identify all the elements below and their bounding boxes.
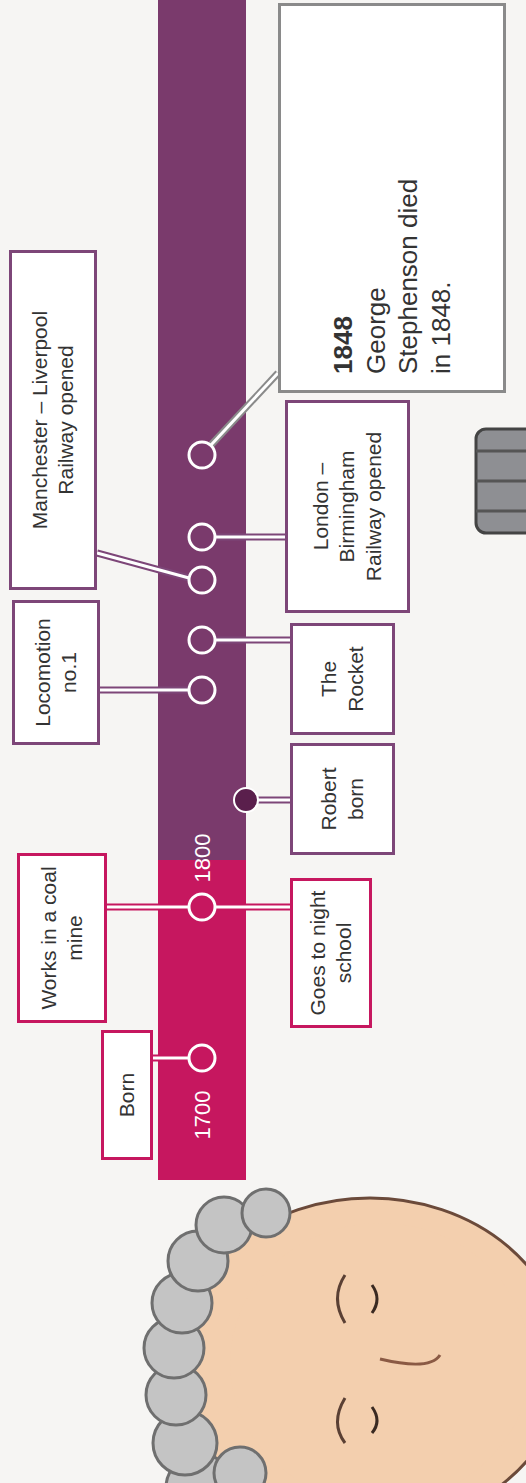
timeline-dot-filled <box>234 788 258 812</box>
event-text: Works in a coal mine <box>36 862 89 1014</box>
timeline-bar <box>158 0 246 860</box>
eye <box>372 1407 377 1433</box>
event-box: Born <box>101 1030 153 1160</box>
eye <box>372 1285 377 1313</box>
eyebrow <box>338 1398 346 1443</box>
event-text: Goes to night school <box>305 887 358 1019</box>
event-box: Goes to night school <box>290 878 372 1028</box>
timeline-dots <box>189 442 215 1071</box>
event-box: Robert born <box>290 743 395 855</box>
face-fill <box>230 1223 526 1483</box>
event-box: Manchester – Liverpool Railway opened <box>9 250 97 590</box>
event-text: Born <box>114 1073 140 1117</box>
event-box: London – Birmingham Railway opened <box>285 400 410 613</box>
event-box: Locomotion no.1 <box>12 600 100 745</box>
note-heading: 1848 <box>327 316 360 374</box>
event-text: London – Birmingham Railway opened <box>308 422 387 592</box>
event-text: The Rocket <box>316 632 369 726</box>
note-box: 1848George Stephenson died in 1848. <box>278 3 506 393</box>
nose <box>380 1355 440 1364</box>
eyebrow <box>338 1275 346 1323</box>
face <box>175 1198 526 1483</box>
year-label: 1800 <box>192 834 214 883</box>
event-text: Locomotion no.1 <box>30 609 83 736</box>
year-label: 1700 <box>192 1091 214 1140</box>
event-text: Manchester – Liverpool Railway opened <box>27 303 80 538</box>
portrait <box>144 1189 526 1483</box>
event-text: Robert born <box>316 752 369 846</box>
event-box: The Rocket <box>290 623 395 735</box>
train <box>476 429 526 533</box>
note-body: George Stephenson died in 1848. <box>360 159 458 374</box>
leader-lines <box>97 373 290 1058</box>
event-box: Works in a coal mine <box>17 853 107 1023</box>
